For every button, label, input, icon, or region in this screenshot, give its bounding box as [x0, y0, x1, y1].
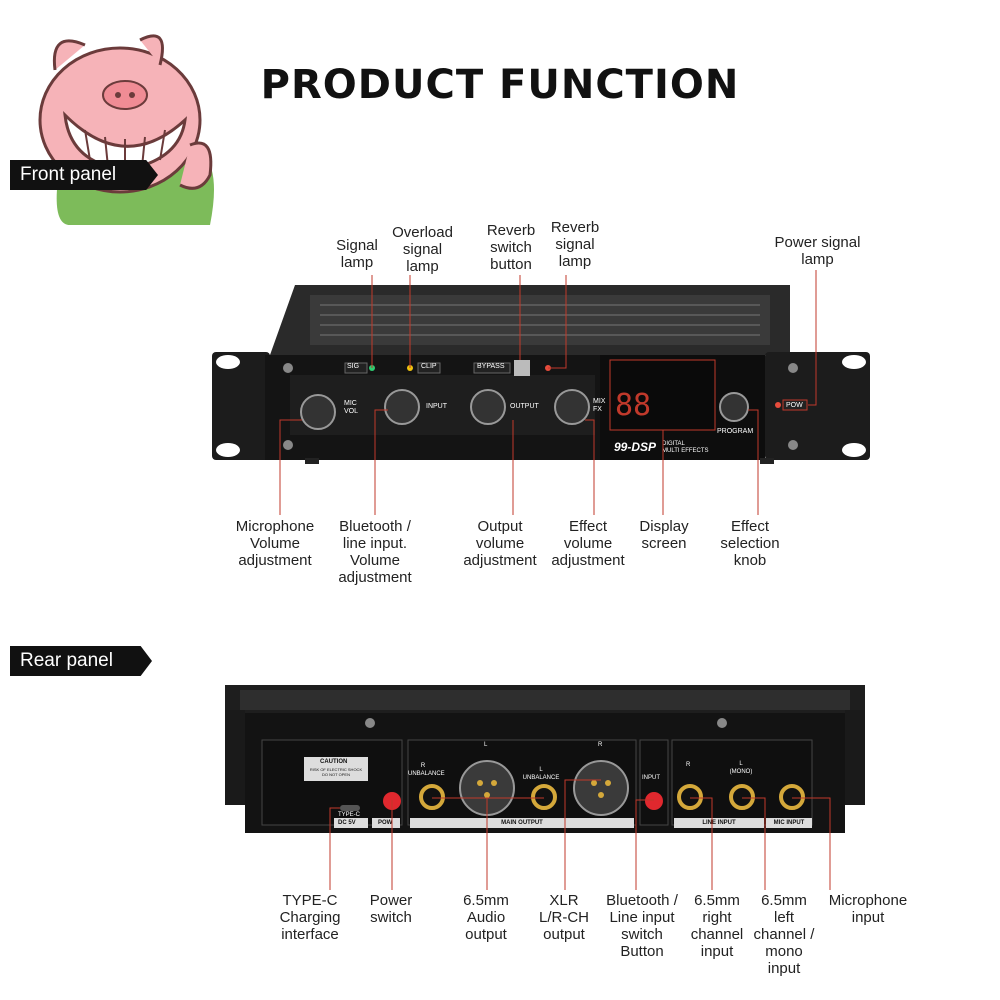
mic-volume-label: Microphone Volume adjustment [235, 518, 315, 569]
mic-input-port-label: MIC INPUT [773, 820, 805, 826]
dc5v-label: DC 5V [338, 820, 356, 826]
caution-label: CAUTION [320, 759, 348, 765]
signal-lamp-label: Signal lamp [336, 237, 378, 271]
brand-logo-text: 99-DSP [614, 440, 657, 454]
typec-charging-label: TYPE-C Charging interface [279, 892, 341, 943]
line-input-label: LINE INPUT [702, 820, 736, 826]
display-screen-label: Display screen [639, 518, 689, 552]
rear-panel-device [225, 685, 865, 833]
unbalance-l-label: L UNBALANCE [522, 767, 560, 781]
type-c-port-label: TYPE-C [338, 812, 361, 818]
power-switch-label: Power switch [369, 892, 413, 926]
bypass-label: BYPASS [477, 363, 505, 370]
main-output-label: MAIN OUTPUT [501, 820, 543, 826]
unbalance-r-label: R UNBALANCE [408, 763, 445, 777]
brand-subtitle: DIGITAL MULTI EFFECTS [662, 441, 709, 454]
front-panel-device [212, 285, 870, 464]
bt-volume-label: Bluetooth / line input. Volume adjustmen… [338, 518, 412, 586]
reverb-switch-label: Reverb switch button [486, 222, 536, 273]
left-channel-label: 6.5mm left channel / mono input [753, 892, 815, 977]
mic-vol-label: MIC VOL [344, 400, 359, 415]
line-l-mono-label: L (MONO) [729, 761, 753, 775]
input-switch-label: INPUT [642, 775, 660, 781]
effect-knob-label: Effect selection knob [720, 518, 780, 569]
xlr-l-label: L [484, 742, 488, 748]
pow-indicator-label: POW [786, 402, 803, 409]
microphone-input-label: Microphone input [828, 892, 908, 926]
front-panel-tag: Front panel [10, 160, 158, 190]
rear-pow-label: POW [378, 820, 393, 826]
power-lamp-label: Power signal lamp [774, 234, 861, 268]
clip-indicator-label: CLIP [421, 363, 437, 370]
output-knob-label: OUTPUT [510, 403, 539, 410]
input-knob-label: INPUT [426, 403, 447, 410]
display-digits: 88 [615, 388, 652, 423]
right-channel-label: 6.5mm right channel input [690, 892, 744, 960]
reverb-lamp-label: Reverb signal lamp [550, 219, 600, 270]
output-volume-label: Output volume adjustment [463, 518, 537, 569]
program-label: PROGRAM [717, 428, 754, 435]
xlr-r-label: R [598, 742, 603, 748]
effect-volume-label: Effect volume adjustment [551, 518, 625, 569]
caution-subtext: RISK OF ELECTRIC SHOCK DO NOT OPEN [309, 767, 363, 777]
pig-mascot-image [38, 34, 215, 225]
line-r-label: R [686, 762, 691, 768]
audio-output-label: 6.5mm Audio output [463, 892, 509, 943]
overload-lamp-label: Overload signal lamp [392, 224, 453, 275]
bt-line-switch-label: Bluetooth / Line input switch Button [606, 892, 678, 960]
rear-panel-tag: Rear panel [10, 646, 152, 676]
sig-indicator-label: SIG [347, 363, 360, 370]
mix-fx-label: MIX FX [593, 398, 606, 413]
xlr-output-label: XLR L/R-CH output [538, 892, 589, 943]
page-title: PRODUCT FUNCTION [260, 62, 740, 108]
